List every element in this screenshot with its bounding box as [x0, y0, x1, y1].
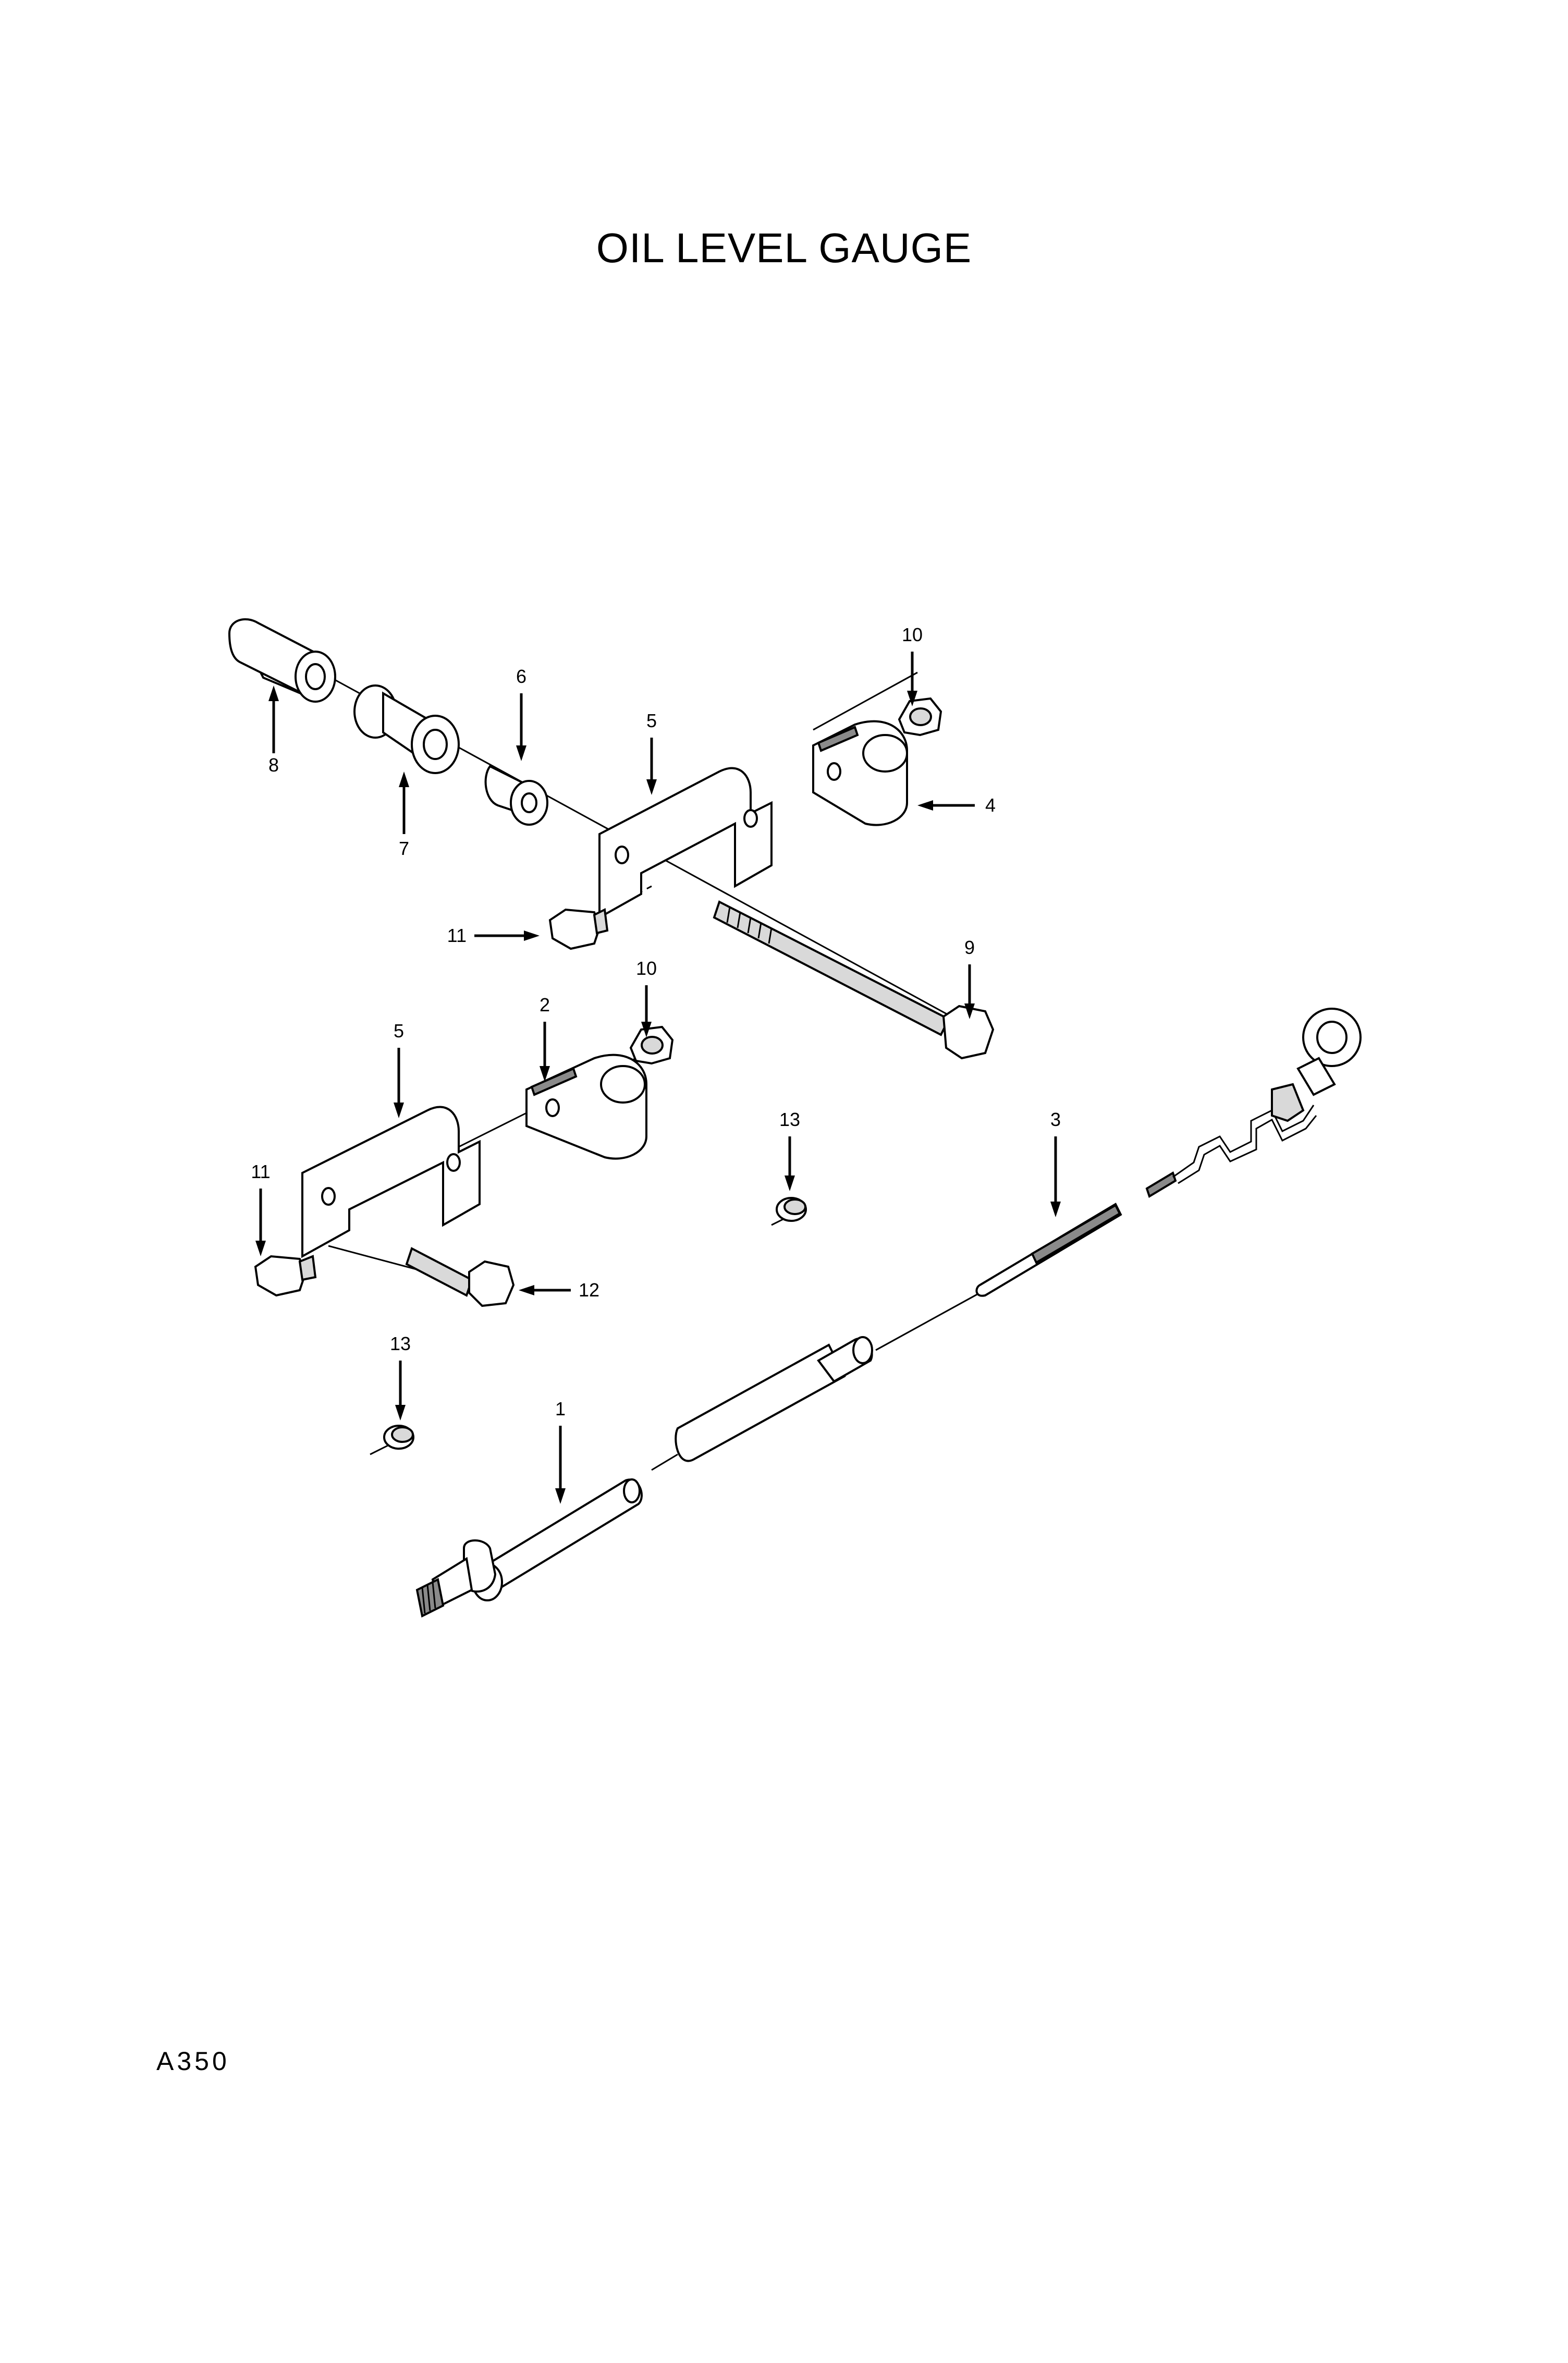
part-5-lower-bracket: [301, 1106, 481, 1258]
part-11-upper-bolt: [548, 908, 609, 950]
callout-13-lower: 13: [390, 1333, 411, 1354]
callout-8: 8: [268, 754, 279, 776]
part-1-guide-tube: [415, 1336, 873, 1618]
callout-13-upper: 13: [779, 1109, 800, 1130]
part-2-clamp: [525, 1054, 647, 1160]
part-10-lower-nut: [629, 1025, 674, 1065]
callout-6: 6: [516, 666, 526, 687]
page-code: A350: [156, 2047, 230, 2076]
part-5-upper-bracket: [598, 767, 773, 920]
callout-4: 4: [985, 794, 996, 816]
diagram-title: OIL LEVEL GAUGE: [596, 225, 972, 271]
callout-arrows: [255, 652, 1061, 1504]
guide-tube-centerline: [875, 1292, 981, 1351]
callout-10-lower: 10: [636, 958, 657, 979]
upper-bracket-centerline: [813, 671, 918, 731]
callout-5-upper: 5: [646, 710, 657, 731]
callout-2: 2: [540, 994, 550, 1015]
part-10-upper-nut: [898, 697, 942, 737]
callout-3: 3: [1050, 1109, 1061, 1130]
callout-11-upper: 11: [447, 925, 467, 946]
callout-1: 1: [555, 1398, 566, 1419]
callout-9: 9: [964, 937, 975, 958]
callout-12: 12: [579, 1279, 599, 1301]
part-4-clamp: [812, 720, 908, 826]
callout-11-lower: 11: [251, 1161, 270, 1182]
part-12-bolt: [405, 1247, 515, 1307]
tube-joint-centerline: [651, 1453, 678, 1471]
part-13-upper-seal: [776, 1197, 807, 1222]
part-9-long-bolt: [713, 900, 995, 1060]
part-11-lower-bolt: [254, 1255, 317, 1297]
part-13-lower-seal: [383, 1425, 414, 1450]
callout-5-lower: 5: [394, 1020, 404, 1042]
part-8-sleeve: [228, 618, 336, 703]
callout-10-upper: 10: [902, 624, 923, 645]
part-7-bushing: [353, 684, 460, 774]
callout-7: 7: [399, 838, 409, 859]
part-6-spacer: [484, 765, 548, 826]
callout-labels: 8 7 6 5 10 4 11 9 10 2 5 3 13 11 12 13 1: [251, 624, 1061, 1419]
part-3-dipstick: [975, 1008, 1362, 1297]
